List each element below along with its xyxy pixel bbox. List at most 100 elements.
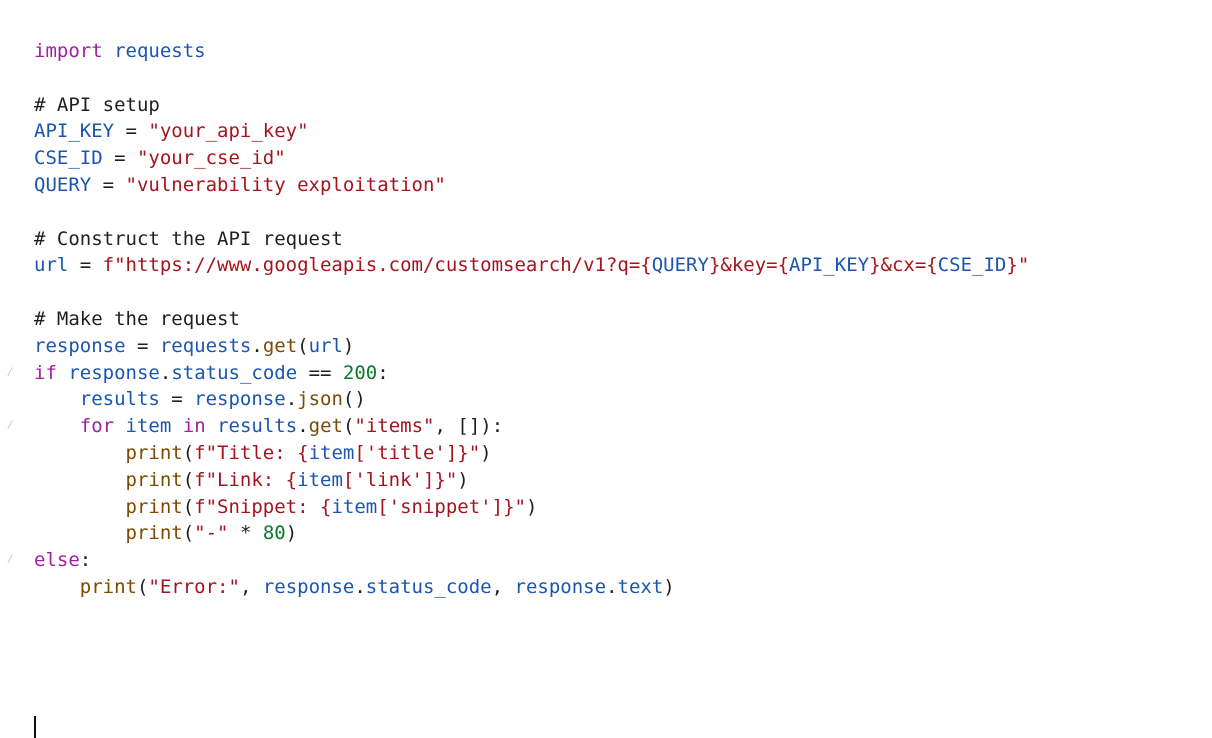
code-token: f"Snippet: { [194, 495, 332, 518]
code-line[interactable]: ⁄ else: [6, 547, 1029, 574]
code-token: json [297, 388, 343, 411]
fold-arrow-icon[interactable]: ⁄ [6, 552, 14, 568]
code-token: "vulnerability exploitation" [125, 173, 446, 196]
code-token: if [34, 361, 57, 384]
code-token: get [262, 334, 298, 357]
code-token: ( [297, 334, 309, 357]
code-token: "your_api_key" [148, 120, 309, 143]
code-token: in [182, 415, 206, 438]
code-token: , [ [434, 415, 469, 438]
code-token: . [285, 388, 298, 411]
code-token: item [308, 441, 355, 464]
fold-arrow-icon[interactable]: ⁄ [6, 418, 14, 434]
code-token: results [217, 415, 298, 438]
code-line[interactable]: # Make the request [34, 306, 1029, 333]
code-token: requests [159, 334, 252, 357]
code-line[interactable]: ⁄ for item in results.get("items", []): [6, 413, 1029, 440]
code-token [34, 388, 80, 410]
code-line[interactable] [34, 65, 1029, 92]
code-line[interactable]: print(f"Title: {item['title']}") [34, 440, 1029, 467]
code-line[interactable]: print("-" * 80) [34, 520, 1029, 547]
code-line[interactable]: print("Error:", response.status_code, re… [34, 574, 1029, 601]
code-token: item [297, 468, 343, 491]
code-line[interactable] [34, 199, 1029, 226]
code-line[interactable]: print(f"Link: {item['link']}") [34, 467, 1029, 494]
code-token: , [239, 575, 263, 598]
code-token: = [68, 254, 103, 277]
code-token: print [125, 495, 183, 518]
code-token: ( [182, 468, 195, 491]
code-token [34, 442, 126, 464]
code-token: print [125, 522, 183, 545]
code-token: text [617, 575, 664, 598]
code-line[interactable]: API_KEY = "your_api_key" [34, 118, 1029, 145]
code-token: ) [480, 441, 492, 464]
code-token: () [342, 388, 366, 411]
code-token: results [79, 388, 160, 411]
code-token: response [68, 361, 160, 384]
code-line[interactable]: url = f"https://www.googleapis.com/custo… [34, 252, 1029, 279]
code-token: ['link'] [342, 468, 435, 491]
code-token: requests [114, 40, 206, 62]
code-token: else [34, 549, 80, 572]
code-line[interactable]: import requests [34, 38, 1029, 65]
code-token: 80 [262, 522, 286, 545]
code-token: # API setup [34, 93, 160, 116]
code-token [34, 522, 126, 544]
code-token: response [194, 388, 286, 411]
code-token: "Error:" [148, 575, 240, 598]
code-token: 200 [342, 361, 378, 384]
code-token: status_code [171, 361, 298, 384]
code-line[interactable]: CSE_ID = "your_cse_id" [34, 145, 1029, 172]
code-token [34, 576, 80, 598]
code-token: = [91, 173, 126, 196]
code-token: . [297, 415, 309, 438]
code-token: }&key={ [708, 254, 790, 277]
code-token [206, 415, 217, 437]
code-token: = [102, 147, 137, 170]
code-token: ) [663, 575, 675, 598]
code-line[interactable]: QUERY = "vulnerability exploitation" [34, 172, 1029, 199]
code-token: CSE_ID [34, 147, 103, 170]
code-token: ['title'] [354, 441, 458, 464]
code-token: "-" [194, 522, 229, 545]
code-token [34, 496, 126, 518]
code-token: "your_cse_id" [136, 147, 286, 170]
fold-arrow-icon[interactable]: ⁄ [6, 364, 14, 380]
code-token: item [331, 495, 378, 518]
code-token: : [377, 361, 389, 384]
code-token: get [308, 415, 343, 438]
code-token: . [251, 334, 263, 357]
code-token: ( [182, 441, 195, 464]
code-token: : [79, 549, 92, 572]
code-token: ]): [468, 415, 504, 438]
code-line[interactable] [34, 279, 1029, 306]
code-token: ( [136, 575, 149, 598]
code-token: import [34, 40, 103, 62]
code-token: url [308, 334, 343, 357]
code-line[interactable]: print(f"Snippet: {item['snippet']}") [34, 494, 1029, 521]
code-token: }" [457, 441, 481, 464]
code-token: ( [182, 522, 195, 545]
code-token: ( [342, 415, 355, 438]
code-token: , [491, 575, 515, 598]
code-token: }" [434, 468, 458, 491]
code-token: response [514, 575, 607, 598]
code-line[interactable]: ⁄if response.status_code == 200: [6, 360, 1029, 387]
code-token: ( [182, 495, 195, 518]
code-line[interactable]: # Construct the API request [34, 226, 1029, 253]
code-token: }" [1006, 254, 1030, 277]
code-line[interactable]: results = response.json() [34, 386, 1029, 413]
code-token: for [79, 415, 115, 438]
editor-gutter [0, 0, 30, 714]
code-token [171, 415, 182, 437]
code-token: f"Link: { [194, 468, 298, 491]
code-token: ) [457, 468, 469, 491]
code-line[interactable]: response = requests.get(url) [34, 333, 1029, 360]
code-token: }" [503, 495, 526, 518]
code-line[interactable]: # API setup [34, 92, 1029, 119]
code-token: response [34, 334, 126, 357]
code-token: ['snippet'] [377, 495, 504, 518]
